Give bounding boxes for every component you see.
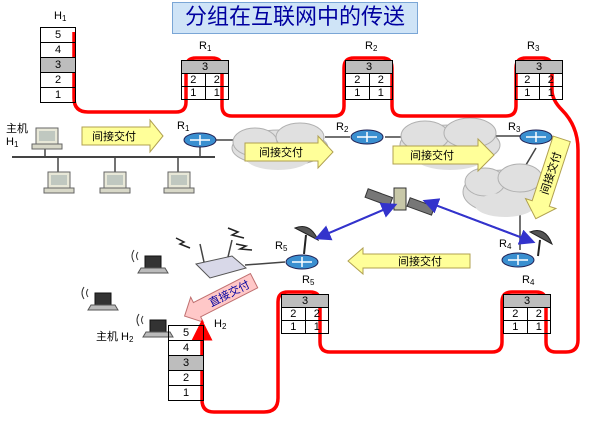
lan-computer-icon xyxy=(43,171,75,194)
layer-cell: 3 xyxy=(503,294,551,308)
host-h2-stack: 5 4 3 2 1 xyxy=(168,325,204,401)
router-r5-label: R5 xyxy=(275,240,288,253)
layer-cell: 3 xyxy=(40,57,76,73)
layer-cell: 1 xyxy=(40,87,76,103)
svg-text:间接交付: 间接交付 xyxy=(259,145,303,159)
router-r4-icon xyxy=(501,252,535,268)
layer-cell: 1 xyxy=(503,320,528,334)
svg-text:间接交付: 间接交付 xyxy=(410,148,454,162)
indirect-arrow-cloud1: 间接交付 xyxy=(244,134,334,170)
router-r1-table-label: R1 xyxy=(199,40,212,53)
lan-computer-icon xyxy=(163,171,195,194)
layer-cell: 1 xyxy=(345,86,370,100)
laptop-icon xyxy=(131,249,169,274)
laptop-icon xyxy=(81,286,119,311)
dish-r5-icon xyxy=(293,226,320,255)
layer-cell: 2 xyxy=(368,73,393,87)
lan-computer-icon xyxy=(99,171,131,194)
layer-cell: 4 xyxy=(168,340,204,356)
layer-cell: 2 xyxy=(538,73,563,87)
access-point-icon xyxy=(175,227,253,279)
layer-cell: 1 xyxy=(204,86,229,100)
layer-cell: 3 xyxy=(345,60,393,74)
layer-cell: 5 xyxy=(40,27,76,43)
router-r3-icon xyxy=(519,129,553,145)
host-h1-caption: 主机 H1 xyxy=(6,123,28,149)
layer-cell: 2 xyxy=(304,307,329,321)
router-r3-table-label: R3 xyxy=(527,40,540,53)
layer-cell: 1 xyxy=(168,385,204,401)
layer-cell: 1 xyxy=(526,320,551,334)
layer-cell: 1 xyxy=(304,320,329,334)
layer-cell: 5 xyxy=(168,325,204,341)
layer-cell: 4 xyxy=(40,42,76,58)
layer-cell: 2 xyxy=(281,307,306,321)
router-r2-table-label: R2 xyxy=(365,40,378,53)
host-h1-label: H1 xyxy=(54,10,67,23)
router-r4-bottom-label: R4 xyxy=(522,274,535,287)
packet-path xyxy=(72,32,580,414)
layer-cell: 1 xyxy=(181,86,206,100)
layer-cell: 2 xyxy=(168,370,204,386)
layer-cell: 1 xyxy=(368,86,393,100)
satellite-icon xyxy=(364,187,436,216)
indirect-arrow-r4-r5: 间接交付 xyxy=(347,246,471,276)
router-r3-label: R3 xyxy=(508,121,521,134)
cloud-3 xyxy=(462,163,548,217)
layer-cell: 2 xyxy=(181,73,206,87)
layer-cell: 2 xyxy=(40,72,76,88)
host-h2-caption: 主机 H2 xyxy=(96,331,134,344)
indirect-arrow-r3-r4: 间接交付 xyxy=(524,135,571,220)
layer-cell: 3 xyxy=(181,60,229,74)
router-r4-label: R4 xyxy=(499,238,512,251)
layer-cell: 3 xyxy=(515,60,563,74)
host-h2-label: H2 xyxy=(214,318,227,331)
router-r2-icon xyxy=(350,129,384,145)
router-r5-icon xyxy=(285,254,319,270)
layer-cell: 2 xyxy=(503,307,528,321)
router-r5-bottom-label: R5 xyxy=(302,274,315,287)
indirect-arrow-cloud2: 间接交付 xyxy=(392,137,495,173)
layer-cell: 3 xyxy=(168,355,204,371)
host-h1-computer-icon xyxy=(31,127,63,150)
layer-cell: 1 xyxy=(515,86,540,100)
router-r2-label: R2 xyxy=(336,121,349,134)
layer-cell: 2 xyxy=(345,73,370,87)
layer-cell: 2 xyxy=(526,307,551,321)
dish-r4-icon xyxy=(528,230,553,257)
diagram-title: 分组在互联网中的传送 xyxy=(172,2,418,34)
svg-text:间接交付: 间接交付 xyxy=(398,254,442,268)
layer-cell: 1 xyxy=(538,86,563,100)
svg-text:间接交付: 间接交付 xyxy=(92,129,136,143)
layer-cell: 3 xyxy=(281,294,329,308)
layer-cell: 2 xyxy=(204,73,229,87)
layer-cell: 1 xyxy=(281,320,306,334)
host-h1-stack: 5 4 3 2 1 xyxy=(40,27,76,103)
layer-cell: 2 xyxy=(515,73,540,87)
indirect-arrow-h1: 间接交付 xyxy=(81,118,164,154)
router-r1-icon xyxy=(183,132,217,148)
router-r1-label: R1 xyxy=(177,120,190,133)
host-h2-laptop-icon xyxy=(136,313,174,338)
